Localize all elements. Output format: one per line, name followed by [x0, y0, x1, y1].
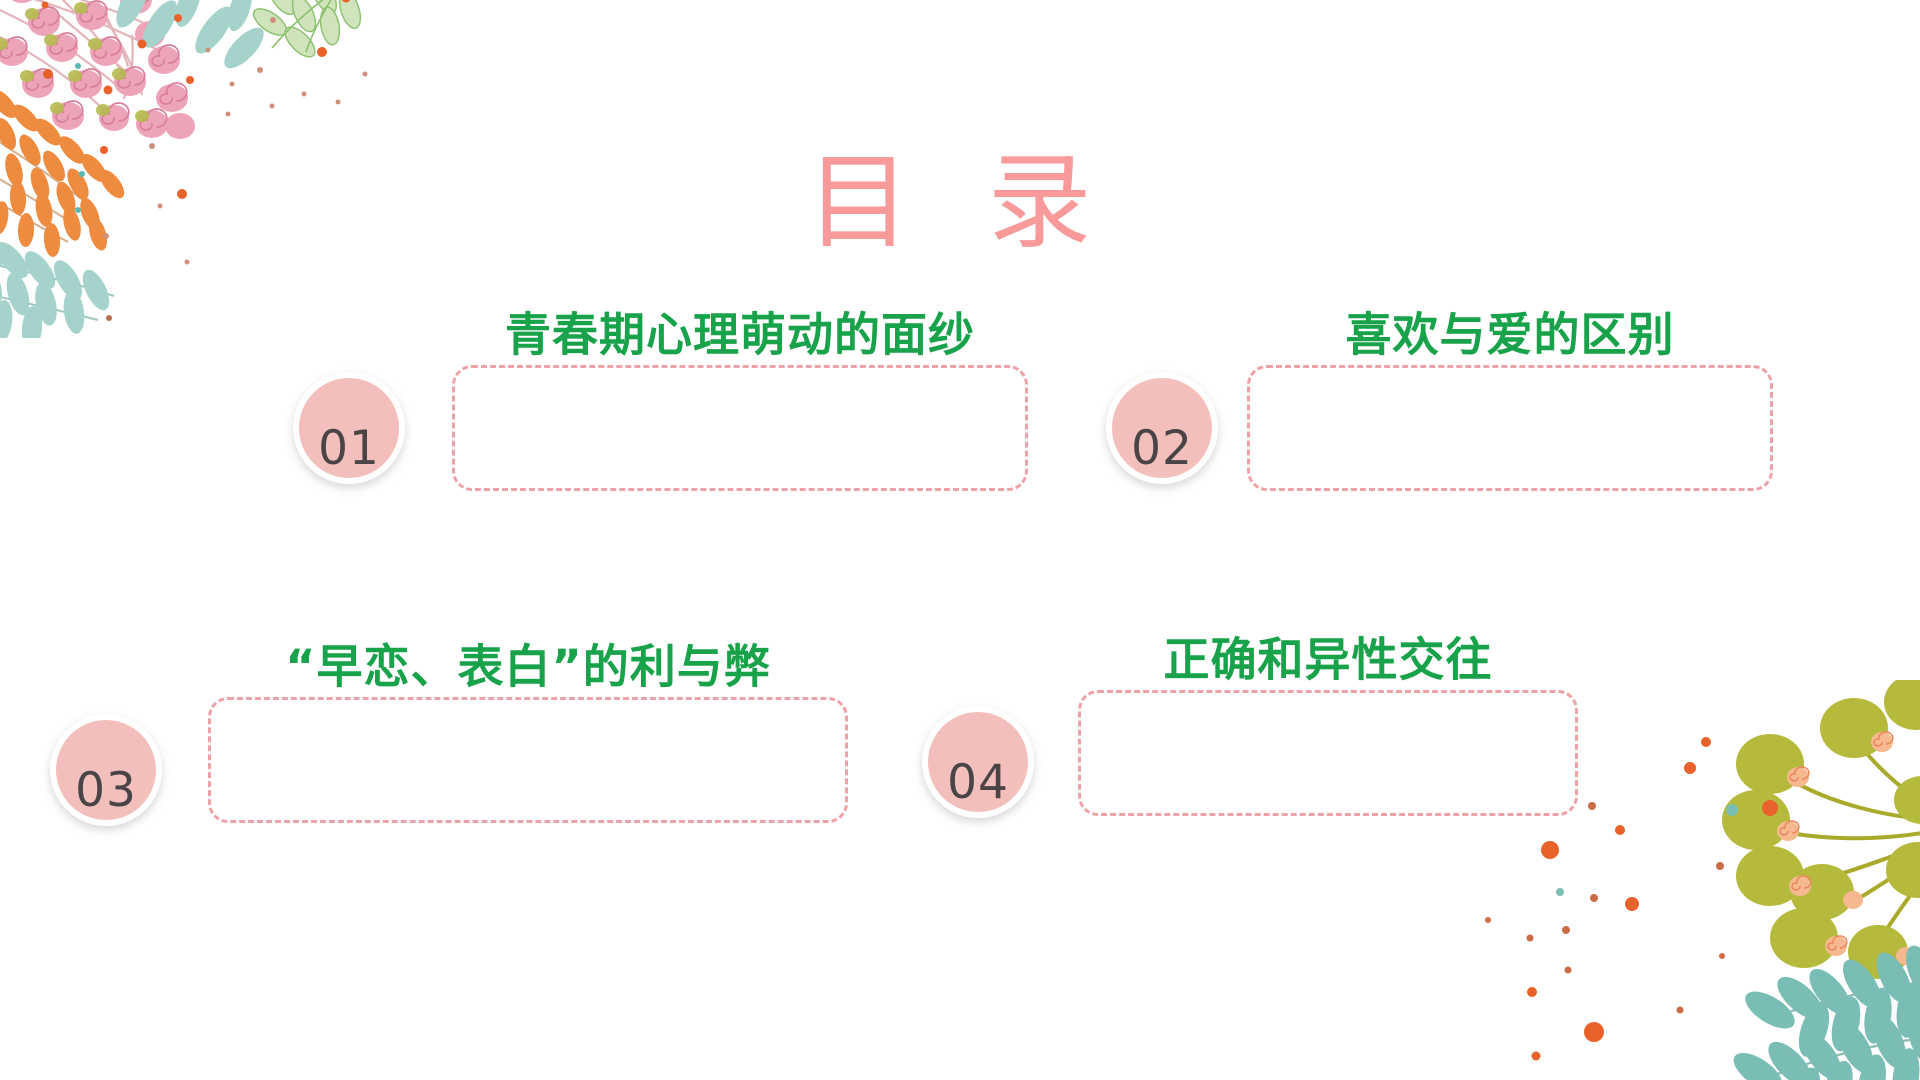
- toc-box-02: [1247, 365, 1773, 491]
- toc-box-04: [1078, 690, 1578, 816]
- toc-badge-02: 02: [1106, 372, 1218, 484]
- toc-label-01: 青春期心理萌动的面纱: [505, 307, 975, 362]
- toc-label-02: 喜欢与爱的区别: [1345, 307, 1675, 362]
- toc-badge-number: 01: [318, 421, 380, 476]
- toc-label-03: “早恋、表白”的利与弊: [285, 639, 771, 694]
- toc-badge-number: 03: [75, 763, 137, 818]
- toc-badge-04: 04: [922, 706, 1034, 818]
- toc-badge-number: 04: [947, 755, 1009, 810]
- toc-label-04: 正确和异性交往: [1163, 632, 1493, 687]
- toc-badge-number: 02: [1131, 421, 1193, 476]
- toc-box-01: [452, 365, 1028, 491]
- toc-badge-01: 01: [293, 372, 405, 484]
- toc-badge-03: 03: [50, 714, 162, 826]
- page-title: 目 录: [806, 141, 1114, 263]
- toc-box-03: [208, 697, 848, 823]
